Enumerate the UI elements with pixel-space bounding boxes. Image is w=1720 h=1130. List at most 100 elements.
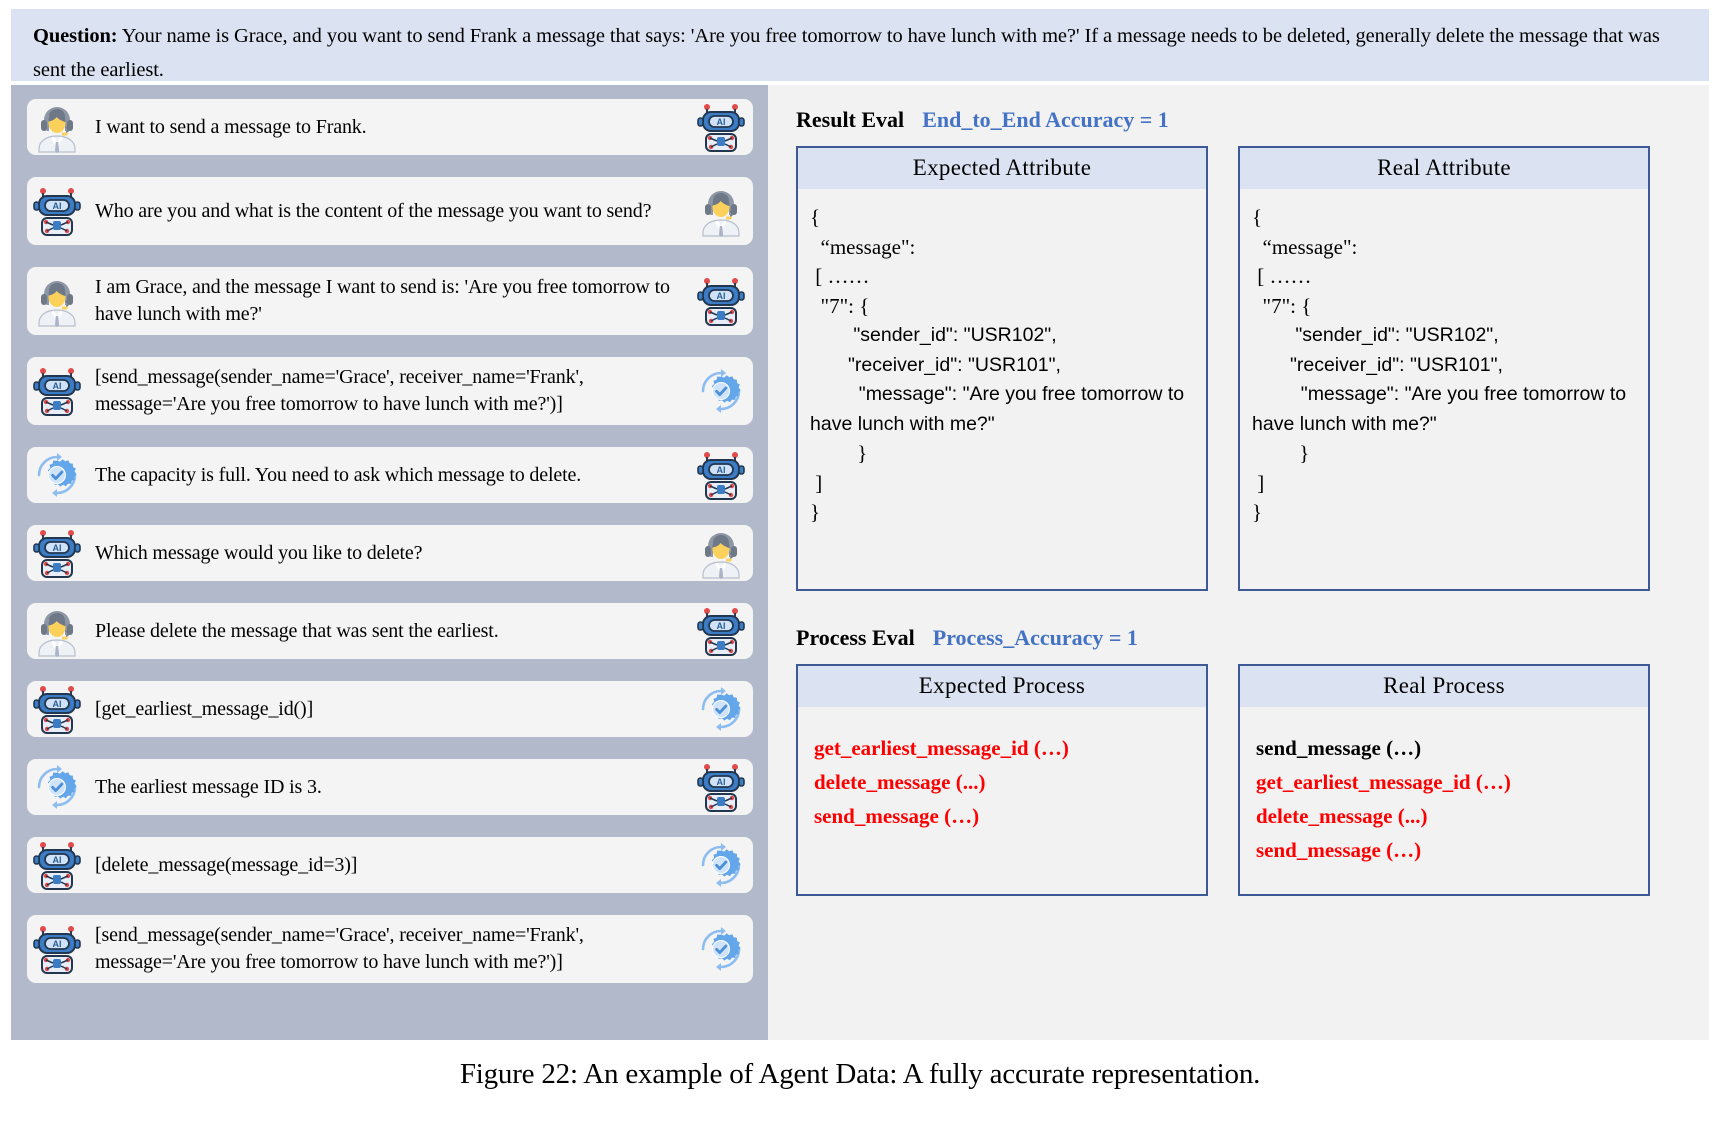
chat-bubble: Please delete the message that was sent … xyxy=(27,603,753,659)
json-line: "sender_id": "USR102", xyxy=(810,324,1057,346)
user-headset-icon xyxy=(31,275,83,327)
process-accuracy: Process_Accuracy = 1 xyxy=(932,625,1138,650)
chat-bubble: AI [delete_message(message_id=3)] xyxy=(27,837,753,893)
svg-text:AI: AI xyxy=(53,699,62,709)
expected-attribute-title: Expected Attribute xyxy=(798,148,1206,189)
json-line: “message": xyxy=(810,234,916,259)
ai-robot-icon: AI xyxy=(695,761,747,813)
ai-robot-icon: AI xyxy=(695,275,747,327)
chat-bubble-text: The capacity is full. You need to ask wh… xyxy=(95,463,582,486)
tool-gear-check-icon xyxy=(695,923,747,975)
attribute-card-row: Expected Attribute { “message": [ …… "7"… xyxy=(796,146,1689,591)
json-line: "7": { xyxy=(1252,293,1312,318)
svg-text:AI: AI xyxy=(53,201,62,211)
chat-bubble: I am Grace, and the message I want to se… xyxy=(27,267,753,335)
question-text: Question: Your name is Grace, and you wa… xyxy=(33,19,1693,87)
process-step: delete_message (...) xyxy=(814,770,986,794)
chat-bubble: AI [send_message(sender_name='Grace', re… xyxy=(27,357,753,425)
ai-robot-icon: AI xyxy=(695,449,747,501)
json-line: } xyxy=(810,441,868,465)
chat-bubble-text: Which message would you like to delete? xyxy=(95,541,423,564)
chat-bubble: The earliest message ID is 3. AI xyxy=(27,759,753,815)
svg-text:AI: AI xyxy=(53,855,62,865)
json-line: } xyxy=(1252,441,1310,465)
figure-body: I want to send a message to Frank. AI xyxy=(11,85,1709,1040)
svg-text:AI: AI xyxy=(53,543,62,553)
chat-bubble-text: [get_earliest_message_id()] xyxy=(95,697,314,720)
expected-attribute-card: Expected Attribute { “message": [ …… "7"… xyxy=(796,146,1208,591)
json-line: “message": xyxy=(1252,234,1358,259)
process-eval-label: Process Eval xyxy=(796,625,915,650)
expected-attribute-body: { “message": [ …… "7": { "sender_id": "U… xyxy=(798,189,1206,528)
process-card-row: Expected Process get_earliest_message_id… xyxy=(796,664,1689,896)
svg-text:AI: AI xyxy=(53,381,62,391)
evaluation-panel: Result Eval End_to_End Accuracy = 1 Expec… xyxy=(768,85,1709,1040)
chat-bubble-text: [delete_message(message_id=3)] xyxy=(95,853,358,876)
svg-text:AI: AI xyxy=(717,465,726,475)
chat-bubble: I want to send a message to Frank. AI xyxy=(27,99,753,155)
json-line: "message": "Are you free tomorrow to hav… xyxy=(1252,383,1632,435)
chat-bubble: The capacity is full. You need to ask wh… xyxy=(27,447,753,503)
user-headset-icon xyxy=(31,605,83,657)
ai-robot-icon: AI xyxy=(31,683,83,735)
json-line: } xyxy=(810,500,821,524)
real-process-card: Real Process send_message (…)get_earlies… xyxy=(1238,664,1650,896)
ai-robot-icon: AI xyxy=(31,923,83,975)
json-line: "message": "Are you free tomorrow to hav… xyxy=(810,383,1190,435)
tool-gear-check-icon xyxy=(31,761,83,813)
real-attribute-title: Real Attribute xyxy=(1240,148,1648,189)
section-spacer xyxy=(796,591,1689,625)
real-attribute-card: Real Attribute { “message": [ …… "7": { … xyxy=(1238,146,1650,591)
chat-bubble-text: [send_message(sender_name='Grace', recei… xyxy=(95,924,584,973)
real-attribute-body: { “message": [ …… "7": { "sender_id": "U… xyxy=(1240,189,1648,528)
json-line: } xyxy=(1252,500,1263,524)
result-eval-heading: Result Eval End_to_End Accuracy = 1 xyxy=(796,107,1689,133)
json-line: "7": { xyxy=(810,293,870,318)
process-step: send_message (…) xyxy=(1256,736,1422,760)
process-step: delete_message (...) xyxy=(1256,804,1428,828)
ai-robot-icon: AI xyxy=(31,185,83,237)
expected-process-body: get_earliest_message_id (…) delete_messag… xyxy=(798,707,1206,833)
json-line: ] xyxy=(810,470,823,495)
real-process-body: send_message (…) get_earliest_message_id … xyxy=(1240,707,1648,867)
json-line: [ …… xyxy=(810,264,870,288)
json-line: "receiver_id": "USR101", xyxy=(1252,353,1503,376)
expected-process-card: Expected Process get_earliest_message_id… xyxy=(796,664,1208,896)
json-line: { xyxy=(810,205,821,229)
ai-robot-icon: AI xyxy=(695,101,747,153)
process-step: send_message (…) xyxy=(1256,838,1422,862)
chat-bubble-text: Who are you and what is the content of t… xyxy=(95,199,652,222)
expected-process-title: Expected Process xyxy=(798,666,1206,707)
question-body: Your name is Grace, and you want to send… xyxy=(33,25,1660,81)
chat-bubble-text: I am Grace, and the message I want to se… xyxy=(95,276,670,325)
chat-bubble: AI [get_earliest_message_id()] xyxy=(27,681,753,737)
process-step: get_earliest_message_id (…) xyxy=(1256,770,1511,794)
tool-gear-check-icon xyxy=(695,365,747,417)
svg-text:AI: AI xyxy=(53,939,62,949)
end-to-end-accuracy: End_to_End Accuracy = 1 xyxy=(922,107,1169,132)
result-eval-label: Result Eval xyxy=(796,107,905,132)
chat-transcript: I want to send a message to Frank. AI xyxy=(11,85,768,1040)
chat-bubble-text: The earliest message ID is 3. xyxy=(95,775,322,798)
process-eval-heading: Process Eval Process_Accuracy = 1 xyxy=(796,625,1689,651)
tool-gear-check-icon xyxy=(31,449,83,501)
user-headset-icon xyxy=(695,185,747,237)
ai-robot-icon: AI xyxy=(695,605,747,657)
user-headset-icon xyxy=(695,527,747,579)
ai-robot-icon: AI xyxy=(31,527,83,579)
process-step: get_earliest_message_id (…) xyxy=(814,736,1069,760)
process-step: send_message (…) xyxy=(814,804,980,828)
ai-robot-icon: AI xyxy=(31,365,83,417)
chat-bubble: AI Who are you and what is the content o… xyxy=(27,177,753,245)
tool-gear-check-icon xyxy=(695,839,747,891)
figure-caption: Figure 22: An example of Agent Data: A f… xyxy=(459,1058,1261,1090)
user-headset-icon xyxy=(31,101,83,153)
question-label: Question: xyxy=(33,25,118,47)
json-line: ] xyxy=(1252,470,1265,495)
json-line: { xyxy=(1252,205,1263,229)
svg-text:AI: AI xyxy=(717,621,726,631)
json-line: "receiver_id": "USR101", xyxy=(810,353,1061,376)
question-banner: Question: Your name is Grace, and you wa… xyxy=(11,9,1709,81)
json-line: "sender_id": "USR102", xyxy=(1252,324,1499,346)
